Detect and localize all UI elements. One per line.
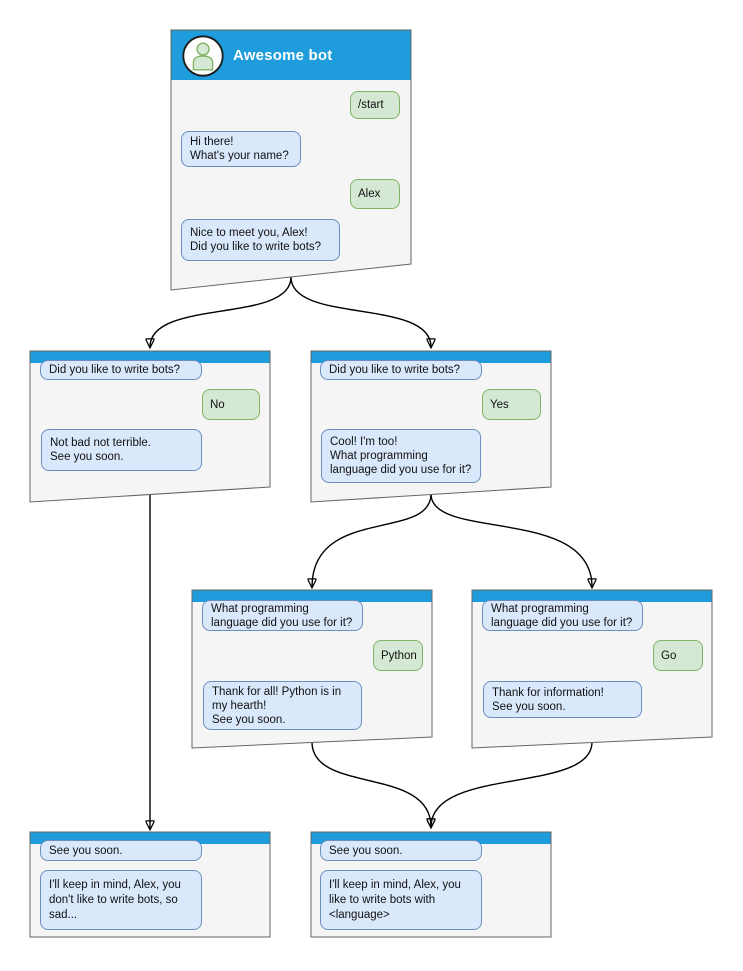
bot-message-bubble: What programming language did you use fo…: [202, 600, 363, 631]
flow-node-end-yes: See you soon. I'll keep in mind, Alex, y…: [310, 831, 552, 938]
flow-node-branch-python: What programming language did you use fo…: [191, 589, 433, 749]
bot-name-title: Awesome bot: [233, 46, 333, 64]
user-message-bubble: No: [202, 389, 260, 420]
bot-message-bubble: Nice to meet you, Alex! Did you like to …: [181, 219, 340, 261]
bot-message-bubble: What programming language did you use fo…: [482, 600, 643, 631]
bot-message-bubble: I'll keep in mind, Alex, you don't like …: [40, 870, 202, 930]
bot-message-bubble: Thank for information! See you soon.: [483, 681, 642, 718]
edge-start-to-yes: [290, 276, 431, 347]
flow-node-branch-yes: Did you like to write bots? Yes Cool! I'…: [310, 350, 552, 503]
flow-node-branch-no: Did you like to write bots? No Not bad n…: [29, 350, 271, 503]
bot-message-bubble: Did you like to write bots?: [40, 360, 202, 380]
bot-message-bubble: Thank for all! Python is in my hearth! S…: [203, 681, 362, 730]
user-message-bubble: Yes: [482, 389, 541, 420]
bot-message-bubble: See you soon.: [40, 840, 202, 861]
bot-message-bubble: Not bad not terrible. See you soon.: [41, 429, 202, 471]
edge-yes-to-go: [430, 493, 592, 587]
edge-go-to-end: [431, 741, 593, 827]
bot-avatar-icon: [182, 35, 224, 77]
user-message-bubble: Python: [373, 640, 423, 671]
flow-node-branch-go: What programming language did you use fo…: [471, 589, 713, 749]
edge-yes-to-python: [312, 493, 432, 587]
edge-start-to-no: [150, 276, 292, 347]
user-message-bubble: Go: [653, 640, 703, 671]
edge-python-to-end: [311, 741, 431, 827]
user-message-bubble: /start: [350, 91, 400, 119]
flow-node-end-no: See you soon. I'll keep in mind, Alex, y…: [29, 831, 271, 938]
bot-message-bubble: I'll keep in mind, Alex, you like to wri…: [320, 870, 482, 930]
bot-message-bubble: Cool! I'm too! What programming language…: [321, 429, 481, 483]
flow-node-start: Awesome bot /start Hi there! What's your…: [170, 29, 412, 291]
bot-message-bubble: Did you like to write bots?: [320, 360, 482, 380]
user-message-bubble: Alex: [350, 179, 400, 209]
bot-message-bubble: See you soon.: [320, 840, 482, 861]
chat-header: Awesome bot: [171, 30, 411, 80]
bot-message-bubble: Hi there! What's your name?: [181, 131, 301, 167]
